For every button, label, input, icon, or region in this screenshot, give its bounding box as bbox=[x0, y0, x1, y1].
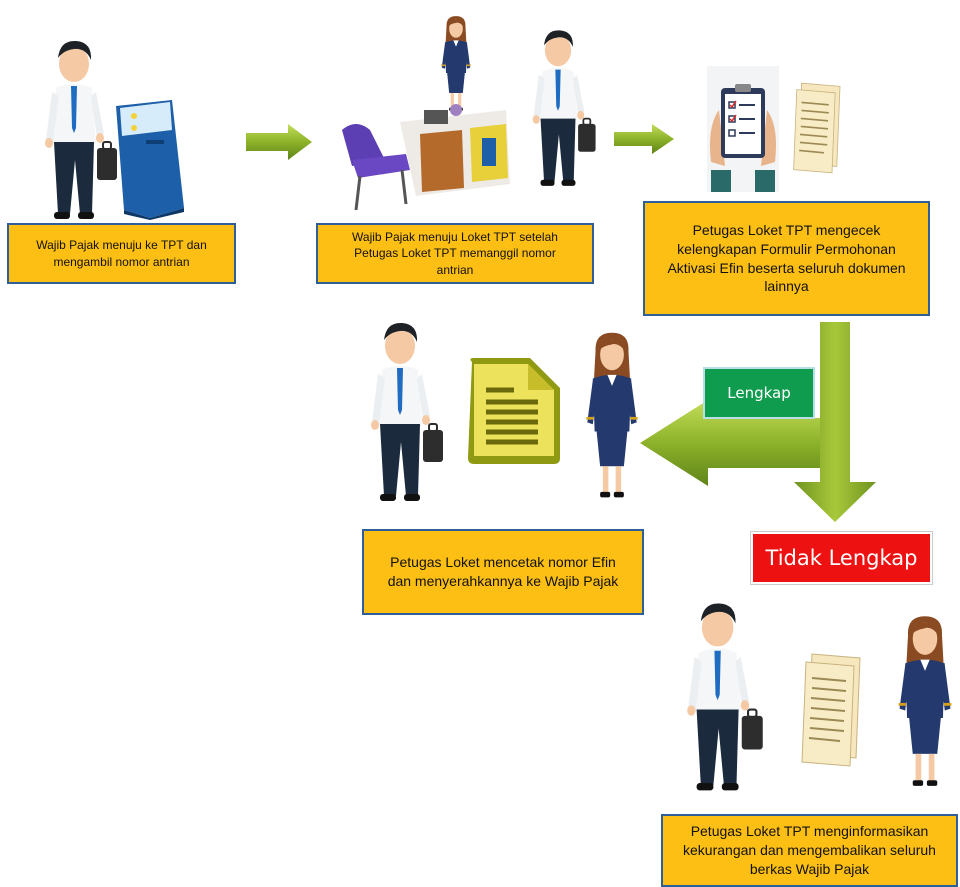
arrow-right-icon bbox=[246, 124, 312, 160]
businesswoman-icon bbox=[580, 326, 644, 506]
documents-icon bbox=[784, 68, 848, 188]
checklist-icon bbox=[707, 66, 779, 192]
step-box-5: Petugas Loket TPT menginformasikan kekur… bbox=[661, 814, 958, 887]
businesswoman-icon bbox=[426, 14, 486, 114]
step-text-5: Petugas Loket TPT menginformasikan kekur… bbox=[683, 823, 936, 877]
businessman-icon bbox=[530, 26, 600, 192]
branch-arrow-icon bbox=[640, 322, 876, 522]
file-icon bbox=[468, 358, 560, 464]
status-complete-label: Lengkap bbox=[703, 367, 815, 419]
step-text-3: Petugas Loket TPT mengecek kelengkapan F… bbox=[667, 221, 906, 295]
arrow-right-icon bbox=[614, 124, 674, 154]
step-text-1: Wajib Pajak menuju ke TPT dan mengambil … bbox=[36, 238, 207, 269]
step-text-4: Petugas Loket mencetak nomor Efin dan me… bbox=[387, 554, 619, 589]
businesswoman-icon bbox=[892, 604, 958, 800]
queue-kiosk-icon bbox=[116, 100, 184, 220]
step-box-3: Petugas Loket TPT mengecek kelengkapan F… bbox=[643, 201, 930, 316]
businessman-icon bbox=[368, 318, 448, 508]
service-counter-icon bbox=[342, 104, 510, 211]
status-incomplete-label: Tidak Lengkap bbox=[751, 532, 932, 584]
businessman-icon bbox=[684, 598, 768, 798]
step-box-1: Wajib Pajak menuju ke TPT dan mengambil … bbox=[7, 223, 236, 284]
documents-icon bbox=[790, 640, 870, 780]
step-box-2: Wajib Pajak menuju Loket TPT setelah Pet… bbox=[316, 223, 594, 284]
step-box-4: Petugas Loket mencetak nomor Efin dan me… bbox=[362, 529, 644, 615]
step-text-2: Wajib Pajak menuju Loket TPT setelah Pet… bbox=[352, 230, 558, 277]
